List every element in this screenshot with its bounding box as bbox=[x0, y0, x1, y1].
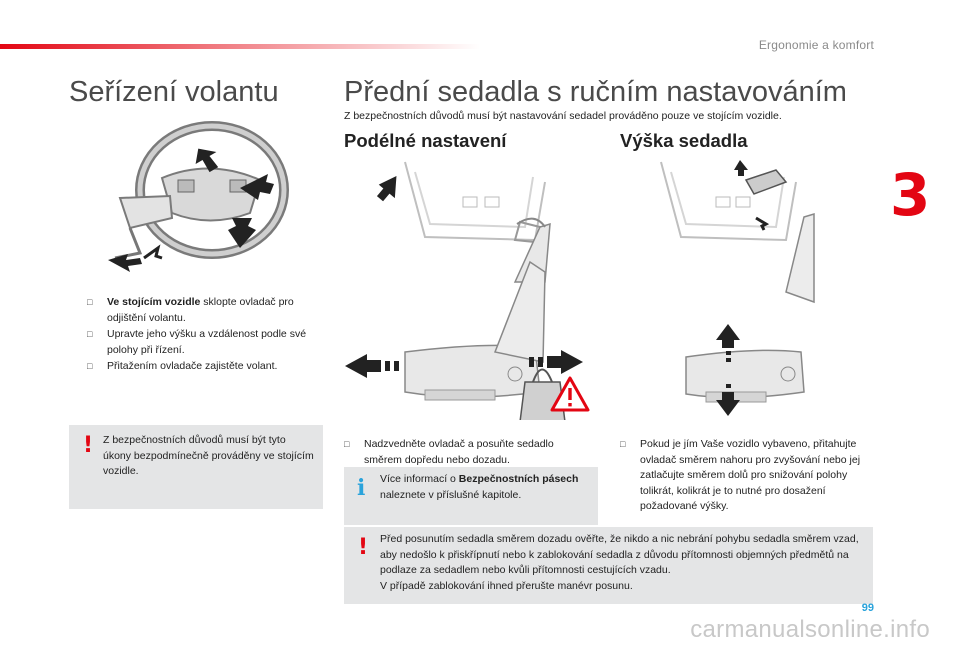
list-item: □ Upravte jeho výšku a vzdálenost podle s… bbox=[87, 327, 327, 358]
steering-wheel-illustration bbox=[108, 121, 289, 272]
bullet-text: Pokud je jím Vaše vozidlo vybaveno, přit… bbox=[640, 438, 861, 512]
seat-height-illustration bbox=[660, 160, 815, 416]
steering-warning-box bbox=[69, 425, 323, 509]
bullet-text: Nadzvedněte ovladač a posuňte sedadlo sm… bbox=[364, 438, 554, 466]
warning-triangle-icon bbox=[550, 376, 590, 412]
bullet-text: sklopte ovladač pro odjištění volantu. bbox=[107, 296, 294, 324]
seat-longitudinal-illustration bbox=[345, 161, 583, 420]
longitudinal-bullet-list: □ Nadzvedněte ovladač a posuňte sedadlo s… bbox=[344, 437, 594, 469]
list-item: □ Pokud je jím Vaše vozidlo vybaveno, při… bbox=[620, 437, 875, 515]
longitudinal-title: Podélné nastavení bbox=[344, 130, 507, 151]
info-text: Více informací o Bezpečnostních pásech n… bbox=[380, 472, 592, 503]
square-bullet-icon: □ bbox=[620, 439, 626, 449]
watermark: carmanualsonline.info bbox=[690, 616, 930, 643]
bullet-text: Přitažením ovladače zajistěte volant. bbox=[107, 360, 278, 372]
seats-warning-text: Před posunutím sedadla směrem dozadu ově… bbox=[380, 533, 859, 592]
square-bullet-icon: □ bbox=[87, 329, 93, 339]
bullet-text: Upravte jeho výšku a vzdálenost podle sv… bbox=[107, 328, 307, 356]
exclamation-icon: ! bbox=[358, 535, 369, 560]
list-item: □ Ve stojícím vozidle sklopte ovladač pro… bbox=[87, 295, 327, 326]
seats-title: Přední sedadla s ručním nastavováním bbox=[344, 76, 847, 108]
bullet-bold-text: Ve stojícím vozidle bbox=[107, 296, 201, 308]
info-text-pre: Více informací o bbox=[380, 473, 459, 485]
seats-intro: Z bezpečnostních důvodů musí být nastavo… bbox=[344, 110, 782, 122]
list-item: □ Přitažením ovladače zajistěte volant. bbox=[87, 359, 327, 375]
list-item: □ Nadzvedněte ovladač a posuňte sedadlo s… bbox=[344, 437, 594, 468]
height-bullet-list: □ Pokud je jím Vaše vozidlo vybaveno, při… bbox=[620, 437, 875, 516]
seats-warning-box bbox=[344, 527, 873, 604]
page-number: 99 bbox=[861, 602, 874, 614]
info-box bbox=[344, 467, 598, 525]
square-bullet-icon: □ bbox=[87, 297, 93, 307]
square-bullet-icon: □ bbox=[87, 361, 93, 371]
info-text-post: naleznete v příslušné kapitole. bbox=[380, 488, 522, 501]
section-title: Ergonomie a komfort bbox=[758, 38, 874, 52]
steering-title: Seřízení volantu bbox=[69, 76, 279, 108]
header-accent-bar bbox=[0, 44, 480, 49]
steering-warning-text: Z bezpečnostních důvodů musí být tyto úk… bbox=[103, 434, 314, 477]
chapter-number: 3 bbox=[890, 161, 931, 229]
square-bullet-icon: □ bbox=[344, 439, 350, 449]
exclamation-icon: ! bbox=[83, 433, 94, 458]
info-text-bold: Bezpečnostních pásech bbox=[458, 473, 579, 485]
height-title: Výška sedadla bbox=[620, 130, 748, 151]
steering-bullet-list: □ Ve stojícím vozidle sklopte ovladač pro… bbox=[87, 295, 327, 376]
info-icon: i bbox=[357, 475, 366, 501]
